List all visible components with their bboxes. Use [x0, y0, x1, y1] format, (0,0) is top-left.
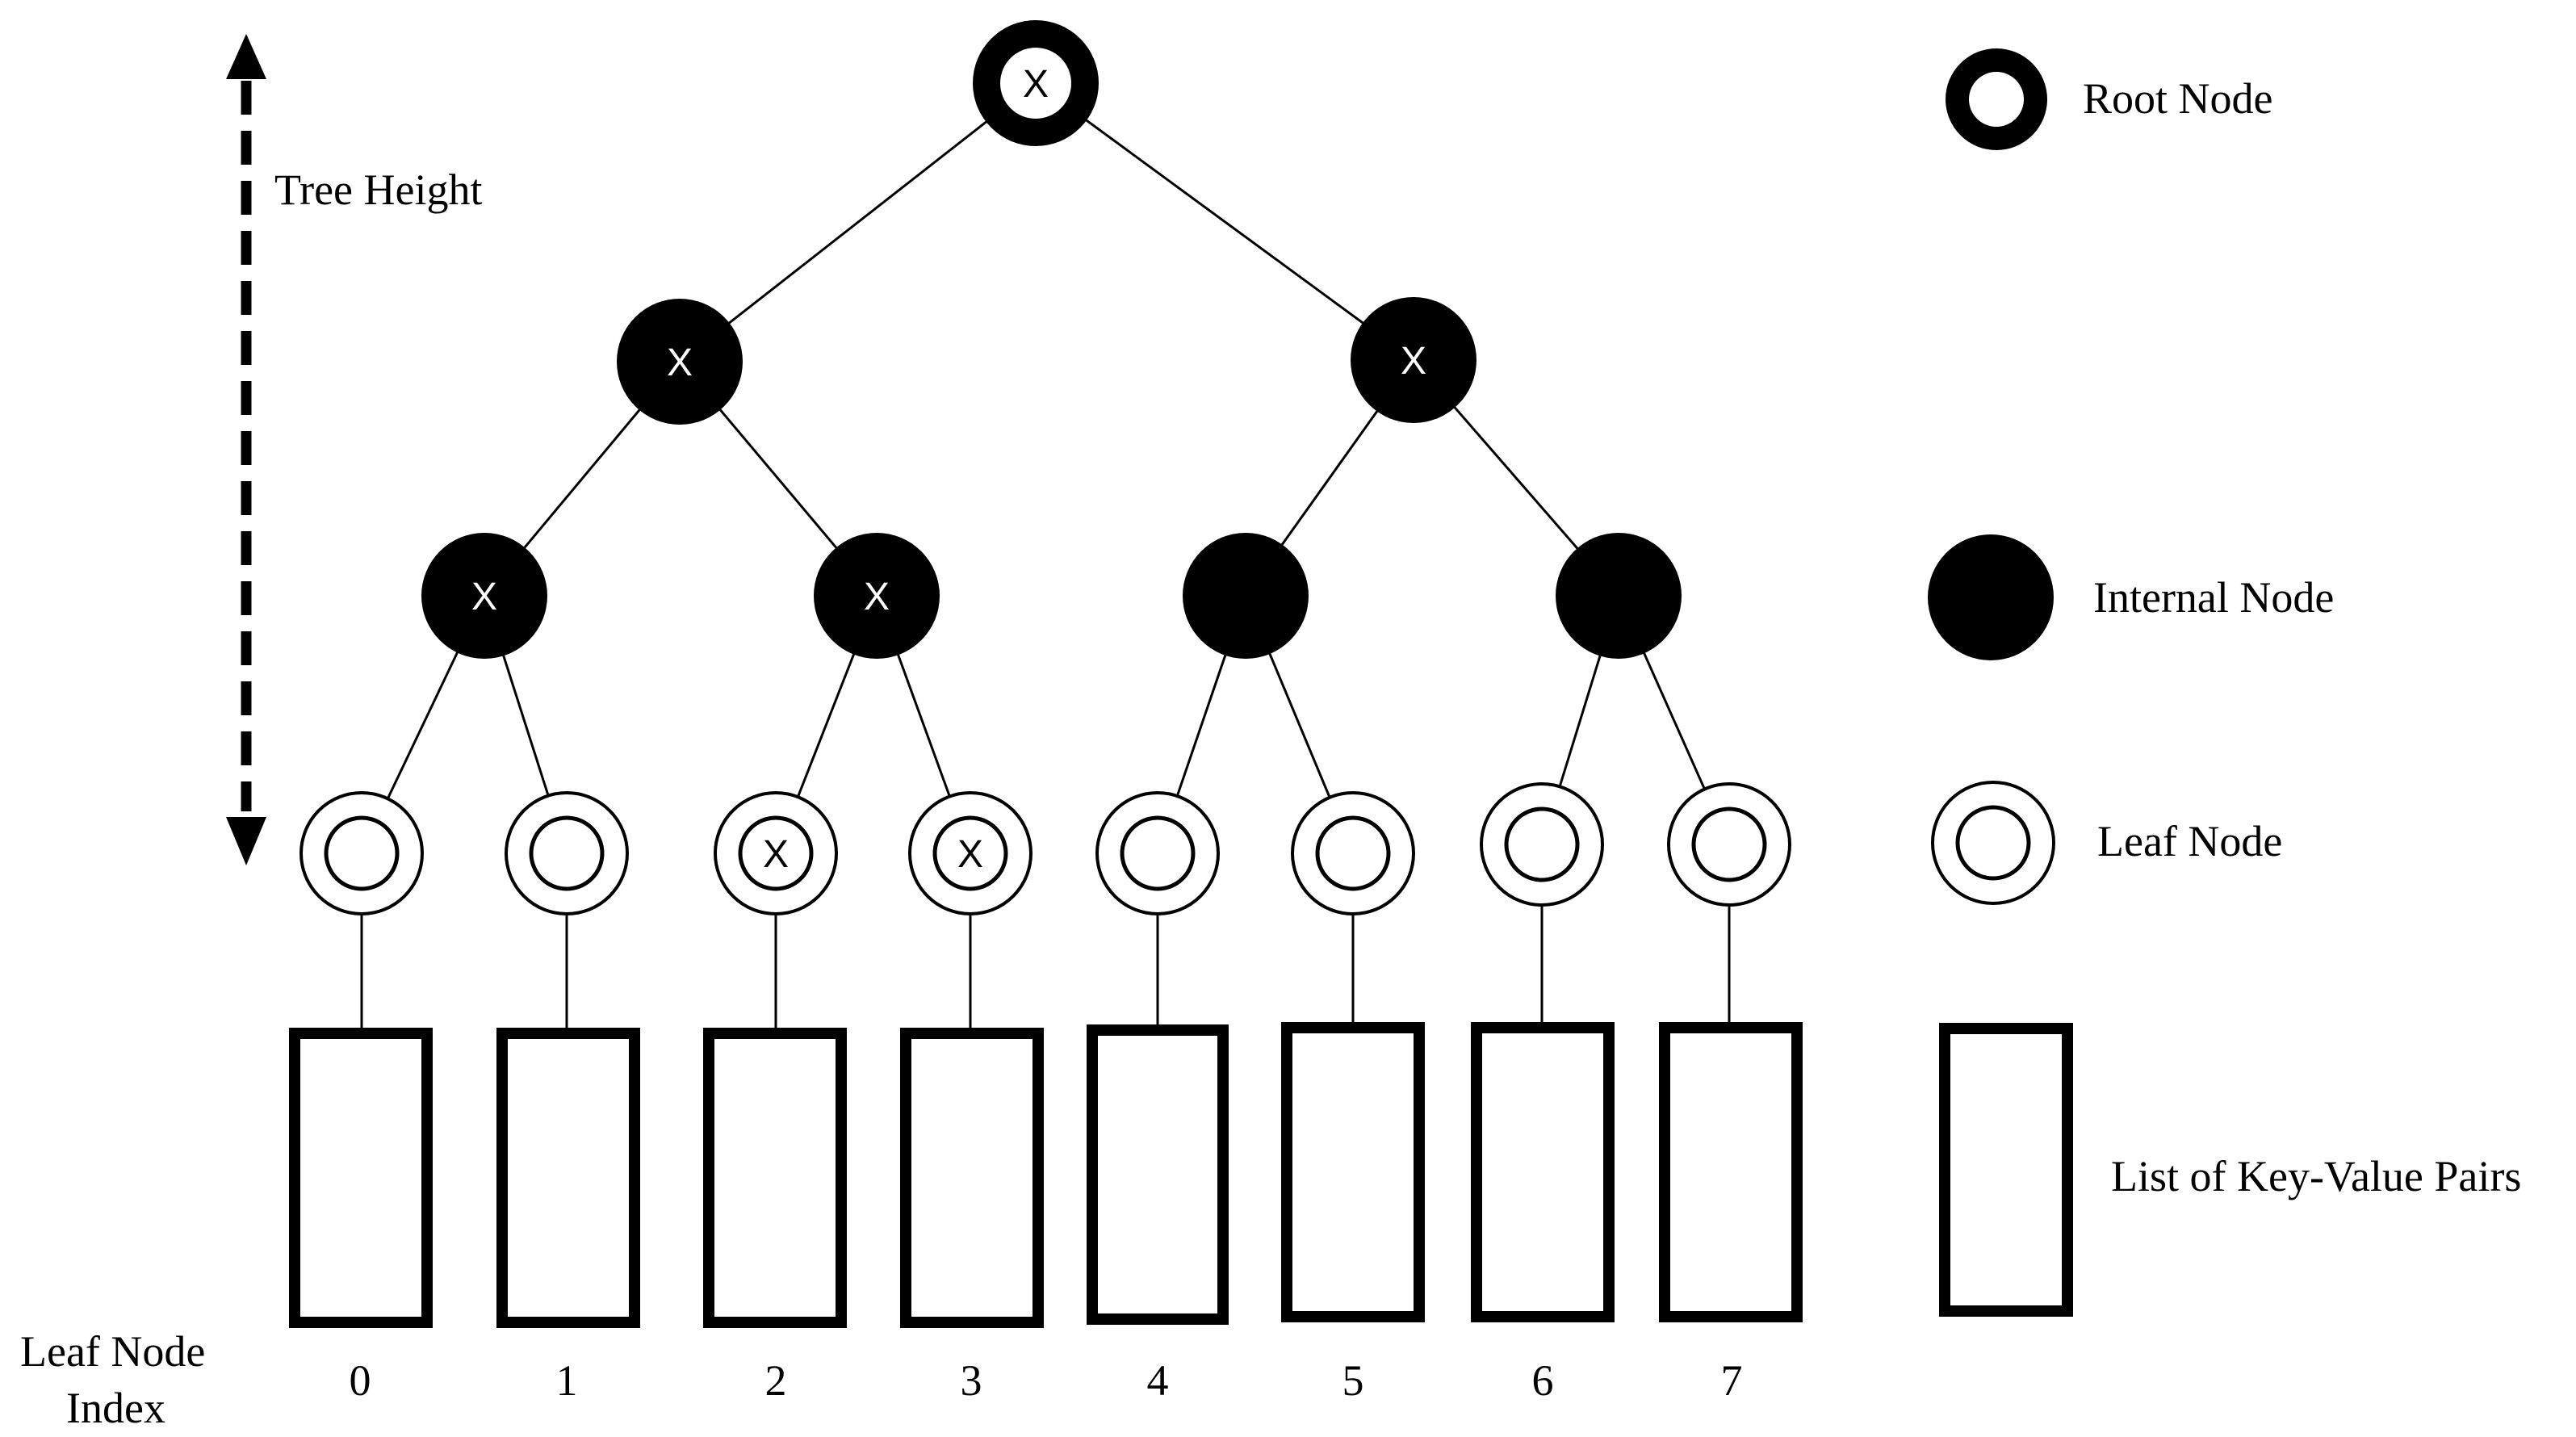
leaf-node-inner [1691, 806, 1767, 882]
leaf-index-label: 6 [1532, 1356, 1554, 1405]
leaf-index-label: 1 [556, 1356, 578, 1405]
key-value-list-box [496, 1028, 640, 1328]
key-value-lists [289, 1022, 1803, 1328]
leaf-index-label: 7 [1721, 1356, 1743, 1405]
leaf-node-mark: X [763, 833, 789, 876]
leaf-node-inner [324, 815, 400, 891]
internal-node-mark: X [471, 576, 497, 618]
key-value-list-box [1087, 1024, 1229, 1325]
internal-node-mark: X [667, 341, 693, 384]
legend-internal-node-label: Internal Node [2093, 573, 2334, 622]
leaf-index-title-line2: Index [66, 1384, 165, 1432]
internal-node [617, 299, 743, 425]
root-node: X [973, 20, 1099, 146]
root-node-inner [1000, 48, 1071, 119]
legend-internal-node: Internal Node [1928, 534, 2334, 660]
internal-node [1351, 297, 1476, 423]
key-value-list-box [289, 1028, 433, 1328]
legend-key-value-list-label: List of Key-Value Pairs [2111, 1152, 2521, 1200]
legend-leaf-node-label: Leaf Node [2097, 817, 2282, 865]
leaf-node-inner [738, 815, 814, 891]
root-node-mark: X [1023, 63, 1049, 106]
tree-height-label: Tree Height [274, 165, 482, 214]
legend-leaf-node: Leaf Node [1931, 781, 2282, 905]
legend-key-value-list: List of Key-Value Pairs [1939, 1023, 2521, 1317]
internal-nodes: X X X X [421, 297, 1682, 659]
internal-node [814, 533, 940, 659]
tree-height-indicator: Tree Height [226, 34, 482, 865]
key-value-list-box [703, 1028, 847, 1328]
internal-node [1183, 533, 1309, 659]
legend-root-node: Root Node [1946, 48, 2273, 150]
leaf-node-inner [1504, 806, 1580, 882]
leaf-node-inner [932, 815, 1008, 891]
edge-root-left [679, 82, 1037, 363]
leaf-indices: 0 1 2 3 4 5 6 7 [350, 1356, 1743, 1405]
edge-root-right [1035, 82, 1414, 362]
key-value-list-box [1659, 1022, 1803, 1322]
internal-node-mark: X [1401, 340, 1426, 383]
leaf-index-label: 0 [350, 1356, 371, 1405]
leaf-index-title-line1: Leaf Node [20, 1327, 205, 1376]
legend: Root Node Internal Node Leaf Node List o… [1928, 48, 2521, 1317]
leaf-node-inner [1315, 815, 1391, 891]
legend-root-node-label: Root Node [2083, 74, 2273, 123]
internal-node [1556, 533, 1682, 659]
leaf-index-title: Leaf Node Index [20, 1327, 205, 1432]
legend-key-value-list-icon [1939, 1023, 2073, 1317]
internal-node [421, 533, 547, 659]
leaf-index-label: 3 [961, 1356, 982, 1405]
leaf-node-inner [1120, 815, 1196, 891]
legend-internal-node-icon [1928, 534, 2054, 660]
tree-edges [360, 82, 1731, 854]
leaf-node-mark: X [957, 833, 983, 876]
leaf-index-label: 2 [765, 1356, 787, 1405]
key-value-list-box [900, 1028, 1044, 1328]
key-value-list-box [1471, 1022, 1615, 1322]
leaf-index-label: 5 [1342, 1356, 1364, 1405]
tree-height-arrow-up-icon [226, 34, 266, 79]
key-value-list-box [1281, 1022, 1425, 1322]
leaf-index-label: 4 [1147, 1356, 1169, 1405]
leaf-node-inner [529, 815, 605, 891]
tree-height-arrow-down-icon [226, 817, 266, 865]
leaf-connectors [360, 907, 1731, 1033]
internal-node-mark: X [864, 576, 890, 618]
